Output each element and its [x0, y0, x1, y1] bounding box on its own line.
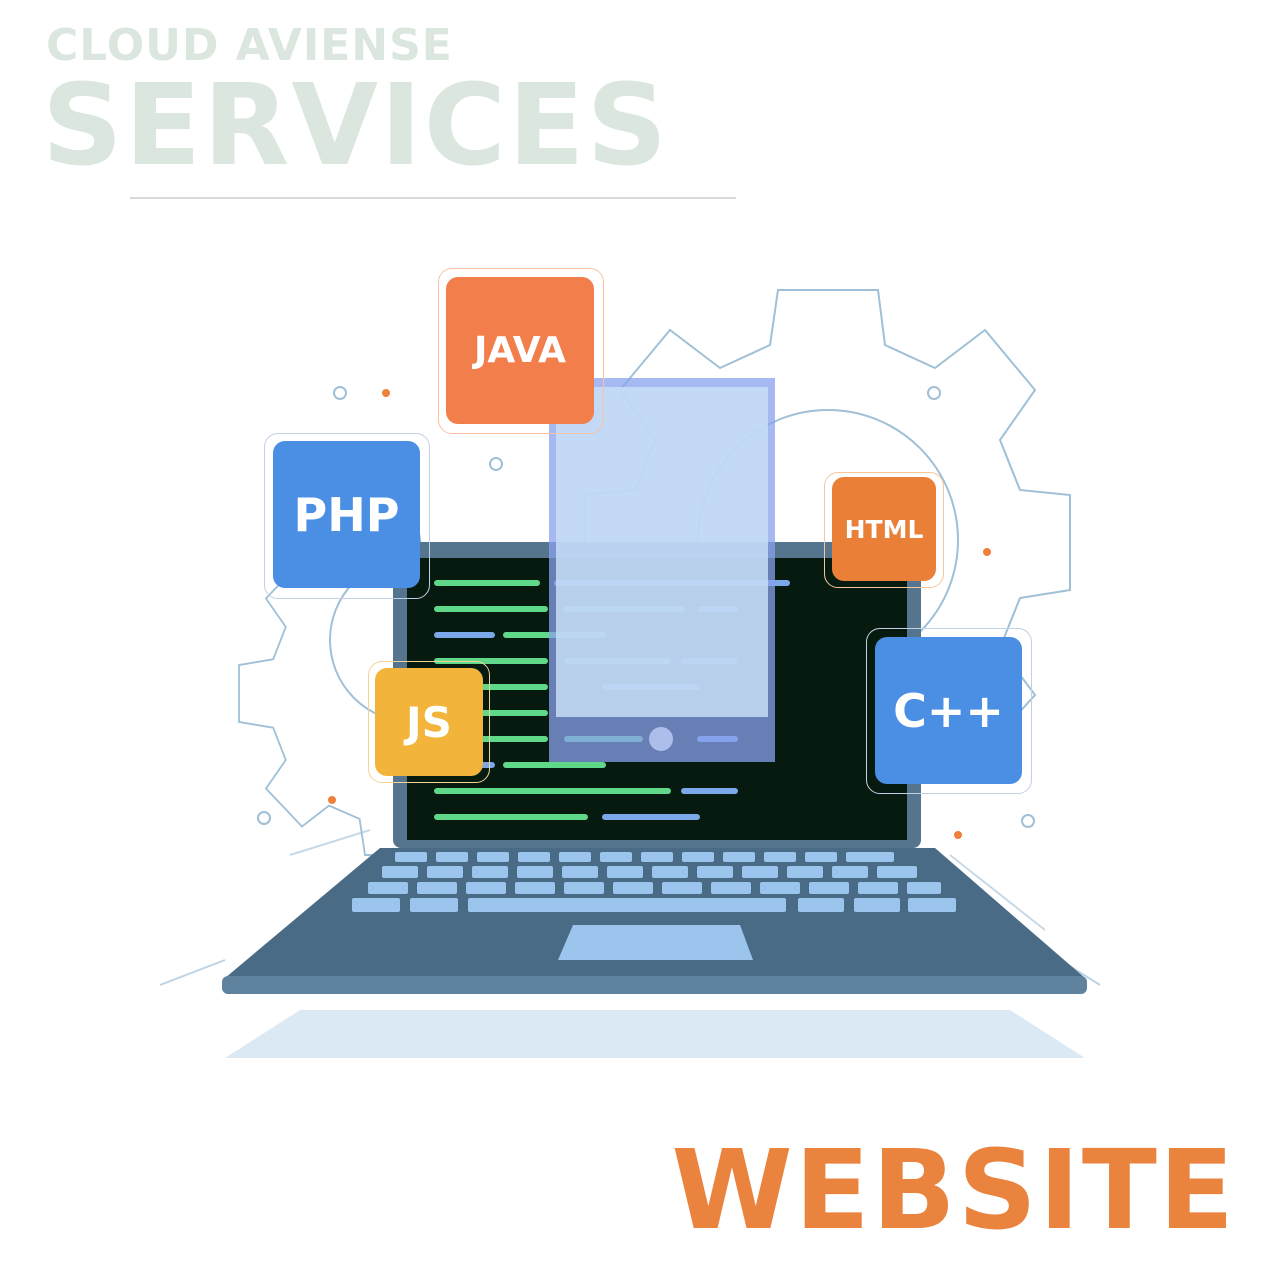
keyboard-part [395, 852, 427, 862]
keyboard-part [417, 882, 457, 894]
keyboard-part [466, 882, 506, 894]
keyboard-part [410, 898, 458, 912]
keyboard-part [764, 852, 796, 862]
keyboard-part [559, 852, 591, 862]
decor-dot [954, 831, 962, 839]
html-label: HTML [832, 477, 936, 581]
keyboard-part [760, 882, 800, 894]
touchpad [558, 925, 753, 960]
decor-dot [333, 386, 347, 400]
keyboard-part [908, 898, 956, 912]
laptop-base-edge [222, 976, 1087, 994]
keyboard-part [787, 866, 823, 878]
phone-home-button [649, 727, 673, 751]
keyboard-part [854, 898, 900, 912]
keyboard-part [562, 866, 598, 878]
keyboard-part [809, 882, 849, 894]
decor-line [289, 829, 371, 856]
keyboard-part [682, 852, 714, 862]
decor-line [949, 854, 1046, 931]
decor-dot [983, 548, 991, 556]
decor-dot [328, 796, 336, 804]
java-label: JAVA [446, 277, 594, 424]
keyboard-part [723, 852, 755, 862]
keyboard-part [472, 866, 508, 878]
keyboard-part [805, 852, 837, 862]
header-divider [130, 197, 736, 199]
keyboard-part [846, 852, 894, 862]
keyboard-part [382, 866, 418, 878]
laptop-deck [225, 848, 1085, 978]
decor-dot [927, 386, 941, 400]
decor-dots [257, 386, 1035, 839]
keyboard-part [711, 882, 751, 894]
keyboard-part [742, 866, 778, 878]
keyboard-part [798, 898, 844, 912]
brand-top-line: CLOUD AVIENSE [46, 20, 453, 71]
keyboard-part [517, 866, 553, 878]
decor-dot [382, 389, 390, 397]
js-label: JS [375, 668, 483, 776]
cpp-label: C++ [875, 637, 1022, 784]
keyboard-part [641, 852, 673, 862]
keyboard-part [515, 882, 555, 894]
php-label: PHP [273, 441, 420, 588]
page-title: WEBSITE [671, 1126, 1236, 1254]
keyboard-part [877, 866, 917, 878]
keyboard-part [907, 882, 941, 894]
keyboard-part [427, 866, 463, 878]
keyboard-part [352, 898, 400, 912]
phone-screen [556, 387, 768, 717]
decor-dot [489, 457, 503, 471]
brand-main-line: SERVICES [42, 61, 670, 191]
laptop-shadow [225, 1010, 1085, 1058]
keyboard-part [858, 882, 898, 894]
keyboard-part [652, 866, 688, 878]
keyboard-part [607, 866, 643, 878]
keyboard-part [564, 882, 604, 894]
keyboard-part [477, 852, 509, 862]
phone-overlay [549, 378, 775, 762]
decor-line [159, 959, 226, 986]
keyboard-part [662, 882, 702, 894]
keyboard-part [832, 866, 868, 878]
decor-dot [257, 811, 271, 825]
keyboard-part [436, 852, 468, 862]
keyboard-part [368, 882, 408, 894]
keyboard-part [697, 866, 733, 878]
keyboard-part [613, 882, 653, 894]
keyboard [352, 852, 956, 912]
decor-dot [1021, 814, 1035, 828]
keyboard-part [600, 852, 632, 862]
keyboard-part [468, 898, 786, 912]
keyboard-part [518, 852, 550, 862]
